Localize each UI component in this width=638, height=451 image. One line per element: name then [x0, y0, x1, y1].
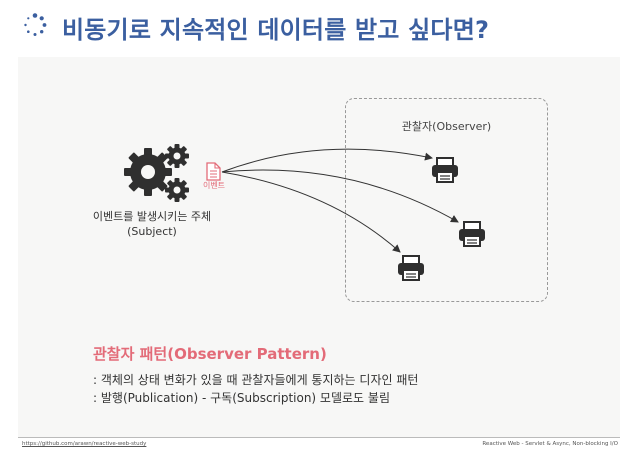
subject-label-line1: 이벤트를 발생시키는 주체 — [92, 210, 212, 223]
document-icon — [206, 162, 221, 181]
footer-divider — [18, 437, 620, 438]
observer-group-box — [345, 98, 548, 302]
slide-background — [18, 57, 620, 437]
bullet-definition: : 객체의 상태 변화가 있을 때 관찰자들에게 통지하는 디자인 패턴 — [93, 373, 419, 387]
printer-icon — [459, 221, 485, 247]
slide-header: 비동기로 지속적인 데이터를 받고 싶다면? — [0, 0, 638, 56]
notify-arrow-3 — [221, 171, 401, 253]
slide-title: 비동기로 지속적인 데이터를 받고 싶다면? — [62, 16, 490, 44]
printer-icon — [398, 255, 424, 281]
footer-github-link[interactable]: https://github.com/arawn/reactive-web-st… — [22, 441, 147, 447]
printer-icon — [432, 157, 458, 183]
subject-label: 이벤트를 발생시키는 주체 (Subject) — [82, 209, 222, 239]
observer-label: 관찰자(Observer) — [401, 120, 492, 133]
spinner-dots-icon — [24, 13, 47, 36]
pattern-title: 관찰자 패턴(Observer Pattern) — [93, 345, 327, 363]
bullet-pubsub: : 발행(Publication) - 구독(Subscription) 모델로… — [93, 391, 390, 405]
notify-arrow-2 — [221, 169, 459, 223]
subject-label-line2: (Subject) — [127, 225, 177, 238]
gears-icon — [124, 144, 189, 202]
notify-arrow-1 — [221, 148, 433, 173]
footer-caption: Reactive Web - Servlet & Async, Non-bloc… — [482, 441, 618, 447]
event-label: 이벤트 — [202, 181, 226, 190]
